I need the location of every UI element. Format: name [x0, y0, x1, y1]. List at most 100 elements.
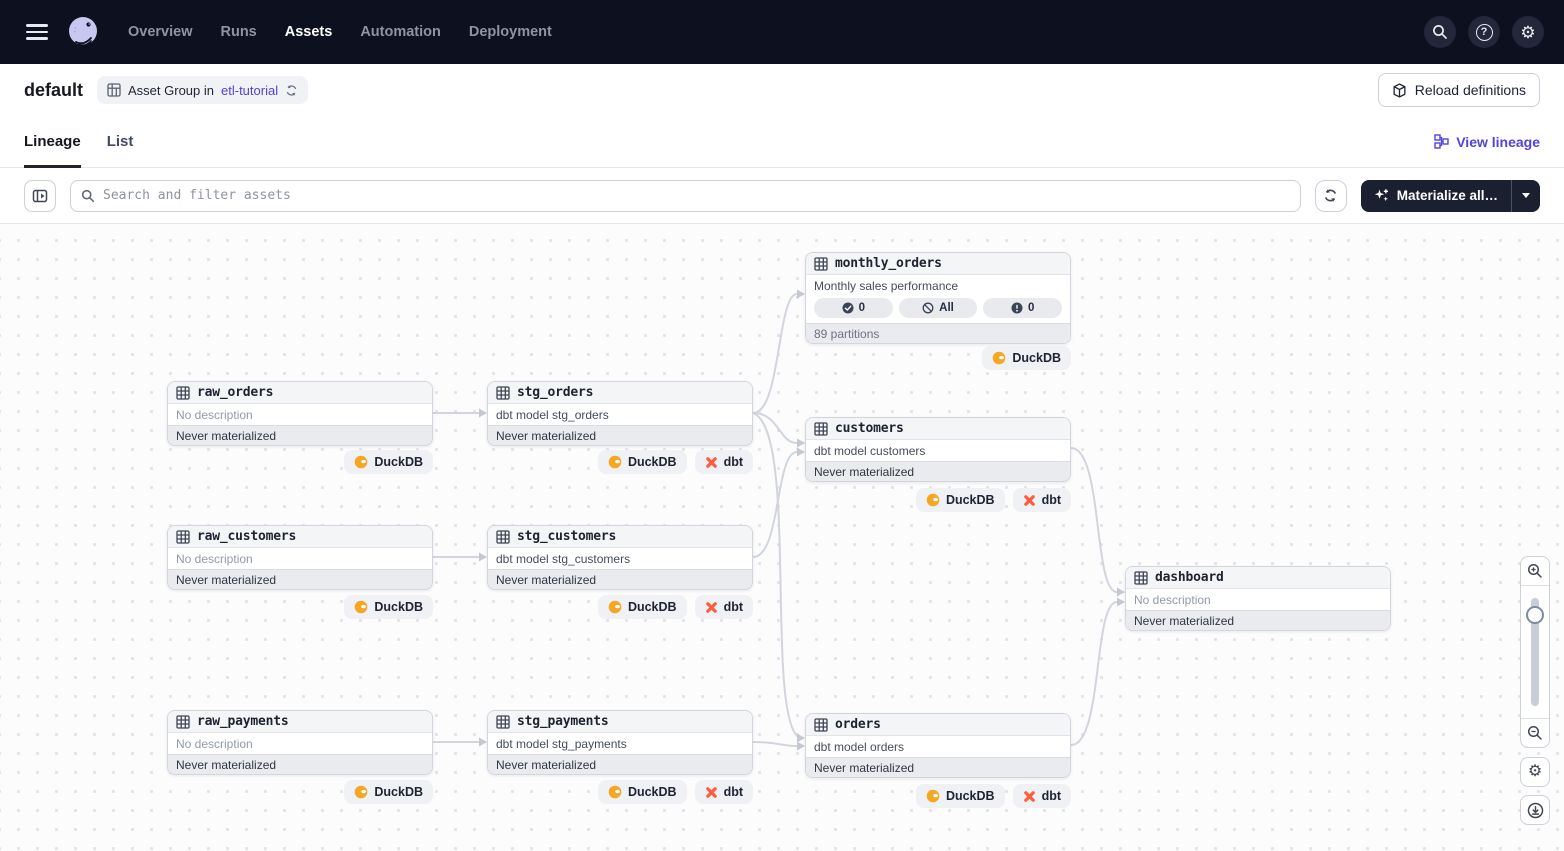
tag-duckdb[interactable]: DuckDB	[598, 450, 687, 474]
table-icon	[176, 386, 190, 400]
view-lineage-link[interactable]: View lineage	[1434, 116, 1540, 167]
slash-circle-icon	[922, 302, 934, 314]
sync-icon[interactable]	[285, 84, 298, 97]
duckdb-icon	[926, 789, 940, 803]
partitions-materialized-pill[interactable]: 0	[814, 298, 893, 318]
dagster-logo[interactable]	[66, 15, 100, 49]
search-input[interactable]	[103, 188, 1290, 203]
dbt-icon	[1023, 790, 1036, 803]
asset-tags: DuckDB dbt	[487, 595, 753, 619]
asset-name: stg_customers	[517, 529, 616, 544]
asset-node-header: orders	[806, 714, 1070, 736]
tag-dbt[interactable]: dbt	[695, 595, 753, 619]
tag-duckdb[interactable]: DuckDB	[598, 780, 687, 804]
asset-node-dashboard[interactable]: dashboard No description Never materiali…	[1125, 566, 1391, 631]
duckdb-icon	[608, 455, 622, 469]
asset-node-stg-orders[interactable]: stg_orders dbt model stg_orders Never ma…	[487, 381, 753, 446]
asset-node-header: raw_customers	[168, 526, 432, 548]
asset-status: Never materialized	[488, 754, 752, 774]
asset-name: stg_orders	[517, 385, 593, 400]
nav-item-automation[interactable]: Automation	[360, 24, 441, 40]
zoom-slider[interactable]	[1521, 586, 1549, 718]
asset-tags: DuckDB	[805, 346, 1071, 370]
lineage-canvas[interactable]: monthly_orders Monthly sales performance…	[0, 224, 1564, 851]
zoom-out-button[interactable]	[1521, 718, 1549, 747]
asset-name: customers	[835, 421, 904, 436]
asset-status: Never materialized	[168, 569, 432, 589]
asset-group-badge: Asset Group in etl-tutorial	[97, 76, 308, 104]
asset-node-raw-payments[interactable]: raw_payments No description Never materi…	[167, 710, 433, 775]
asset-description: Monthly sales performance	[806, 275, 1070, 296]
page-title: default	[24, 80, 83, 101]
reload-cube-icon	[1392, 83, 1407, 98]
lineage-toolbar: Materialize all…	[0, 168, 1564, 224]
materialize-all-button[interactable]: Materialize all…	[1361, 180, 1511, 212]
asset-description: No description	[168, 548, 432, 569]
tag-duckdb[interactable]: DuckDB	[916, 784, 1005, 808]
partitions-failed-pill[interactable]: 0	[983, 298, 1062, 318]
tag-dbt[interactable]: dbt	[1013, 488, 1071, 512]
table-icon	[814, 718, 828, 732]
asset-status: Never materialized	[806, 461, 1070, 481]
tag-dbt[interactable]: dbt	[695, 450, 753, 474]
tag-dbt[interactable]: dbt	[1013, 784, 1071, 808]
duckdb-icon	[608, 600, 622, 614]
refresh-button[interactable]	[1315, 180, 1347, 212]
asset-node-raw-orders[interactable]: raw_orders No description Never material…	[167, 381, 433, 446]
asset-name: dashboard	[1155, 570, 1224, 585]
asset-description: No description	[168, 733, 432, 754]
nav-item-overview[interactable]: Overview	[128, 24, 193, 40]
tag-duckdb[interactable]: DuckDB	[344, 450, 433, 474]
asset-partitions: 89 partitions	[806, 323, 1070, 343]
gear-icon[interactable]: ⚙	[1512, 16, 1544, 48]
asset-status: Never materialized	[168, 754, 432, 774]
zoom-slider-handle[interactable]	[1526, 606, 1544, 624]
download-view-button[interactable]	[1520, 795, 1550, 825]
search-icon[interactable]	[1424, 16, 1456, 48]
asset-name: orders	[835, 717, 881, 732]
table-icon	[814, 422, 828, 436]
tag-duckdb[interactable]: DuckDB	[344, 595, 433, 619]
asset-status: Never materialized	[488, 569, 752, 589]
tab-list[interactable]: List	[107, 116, 134, 167]
table-icon	[1134, 571, 1148, 585]
tag-duckdb[interactable]: DuckDB	[916, 488, 1005, 512]
asset-node-monthly-orders[interactable]: monthly_orders Monthly sales performance…	[805, 252, 1071, 344]
table-icon	[496, 386, 510, 400]
tag-duckdb[interactable]: DuckDB	[344, 780, 433, 804]
duckdb-icon	[354, 600, 368, 614]
tabs-bar: Lineage List View lineage	[0, 116, 1564, 168]
nav-actions: ? ⚙	[1424, 16, 1544, 48]
reload-definitions-button[interactable]: Reload definitions	[1378, 73, 1540, 107]
gear-icon: ⚙	[1528, 764, 1542, 780]
nav-item-deployment[interactable]: Deployment	[469, 24, 552, 40]
partitions-missing-pill[interactable]: All	[899, 298, 978, 318]
tag-duckdb[interactable]: DuckDB	[598, 595, 687, 619]
page-header: default Asset Group in etl-tutorial Relo…	[0, 64, 1564, 116]
menu-icon[interactable]	[26, 24, 48, 40]
asset-tags: DuckDB dbt	[805, 488, 1071, 512]
dbt-icon	[1023, 494, 1036, 507]
code-location-link[interactable]: etl-tutorial	[221, 83, 278, 98]
nav-item-runs[interactable]: Runs	[221, 24, 257, 40]
asset-group-text: Asset Group in	[128, 83, 214, 98]
materialize-options-dropdown[interactable]	[1511, 180, 1540, 212]
asset-node-customers[interactable]: customers dbt model customers Never mate…	[805, 417, 1071, 482]
asset-tags: DuckDB	[167, 780, 433, 804]
asset-node-orders[interactable]: orders dbt model orders Never materializ…	[805, 713, 1071, 778]
graph-settings-button[interactable]: ⚙	[1520, 757, 1550, 787]
zoom-in-button[interactable]	[1521, 557, 1549, 586]
asset-tags: DuckDB dbt	[487, 450, 753, 474]
help-icon[interactable]: ?	[1468, 16, 1500, 48]
nav-item-assets[interactable]: Assets	[285, 24, 333, 40]
asset-node-raw-customers[interactable]: raw_customers No description Never mater…	[167, 525, 433, 590]
tag-duckdb[interactable]: DuckDB	[982, 346, 1071, 370]
dbt-icon	[705, 786, 718, 799]
tag-dbt[interactable]: dbt	[695, 780, 753, 804]
asset-name: raw_customers	[197, 529, 296, 544]
tab-lineage[interactable]: Lineage	[24, 116, 81, 167]
panel-toggle-button[interactable]	[24, 180, 56, 212]
asset-node-stg-customers[interactable]: stg_customers dbt model stg_customers Ne…	[487, 525, 753, 590]
duckdb-icon	[608, 785, 622, 799]
asset-node-stg-payments[interactable]: stg_payments dbt model stg_payments Neve…	[487, 710, 753, 775]
